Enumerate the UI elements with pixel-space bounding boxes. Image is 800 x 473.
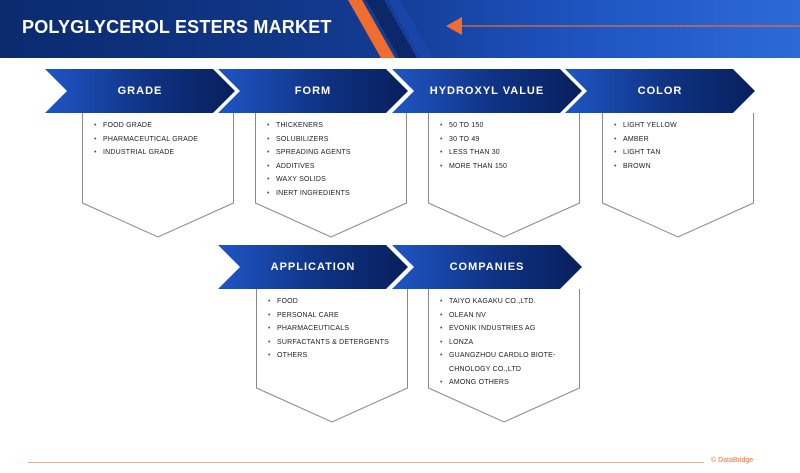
segment-form-card: THICKENERS SOLUBILIZERS SPREADING AGENTS… <box>255 113 407 238</box>
list-item: LESS THAN 30 <box>440 146 589 160</box>
list-item: PHARMACEUTICAL GRADE <box>94 133 243 147</box>
list-item: AMONG OTHERS <box>440 376 589 390</box>
list-item: OLEAN NV <box>440 309 589 323</box>
page-title: POLYGLYCEROL ESTERS MARKET <box>22 17 332 37</box>
list-item: BROWN <box>614 160 763 174</box>
list-item: CHNOLOGY CO.,LTD <box>449 365 522 373</box>
arrow-left-icon <box>446 17 462 35</box>
list-item: THICKENERS <box>267 119 416 133</box>
list-item: LONZA <box>440 336 589 350</box>
segment-grade-list: FOOD GRADE PHARMACEUTICAL GRADE INDUSTRI… <box>82 119 243 160</box>
segment-color-list: LIGHT YELLOW AMBER LIGHT TAN BROWN <box>602 119 763 173</box>
segment-form-header: FORM <box>218 69 408 113</box>
list-item: MORE THAN 150 <box>440 160 589 174</box>
segment-hydroxyl-list: 50 TO 150 30 TO 49 LESS THAN 30 MORE THA… <box>428 119 589 173</box>
list-item: GUANGZHOU CARDLO BIOTE- <box>440 349 589 363</box>
segment-grade-label: GRADE <box>117 85 163 97</box>
segment-color-header: COLOR <box>565 69 755 113</box>
list-item: PERSONAL CARE <box>268 309 417 323</box>
list-item: OTHERS <box>268 349 417 363</box>
footer-credit: © DataBridge <box>711 457 754 464</box>
segment-hydroxyl-label: HYDROXYL VALUE <box>429 85 545 97</box>
list-item: AMBER <box>614 133 763 147</box>
segment-grade-header: GRADE <box>45 69 235 113</box>
orange-stripe <box>348 0 395 58</box>
list-item: TAIYO KAGAKU CO.,LTD. <box>440 295 589 309</box>
segment-color-card: LIGHT YELLOW AMBER LIGHT TAN BROWN <box>602 113 754 238</box>
segment-application-header: APPLICATION <box>218 245 408 289</box>
segment-companies-header: COMPANIES <box>392 245 582 289</box>
list-item: INDUSTRIAL GRADE <box>94 146 243 160</box>
list-item: FOOD <box>268 295 417 309</box>
header-banner: POLYGLYCEROL ESTERS MARKET <box>0 0 800 58</box>
list-item: SURFACTANTS & DETERGENTS <box>268 336 417 350</box>
list-item: SOLUBILIZERS <box>267 133 416 147</box>
segment-application-card: FOOD PERSONAL CARE PHARMACEUTICALS SURFA… <box>256 289 408 423</box>
segment-hydroxyl-card: 50 TO 150 30 TO 49 LESS THAN 30 MORE THA… <box>428 113 580 238</box>
segment-grade-card: FOOD GRADE PHARMACEUTICAL GRADE INDUSTRI… <box>82 113 234 238</box>
footer-divider <box>28 462 704 463</box>
segment-color-label: COLOR <box>637 85 683 97</box>
segment-companies-label: COMPANIES <box>449 261 525 273</box>
list-item: LIGHT TAN <box>614 146 763 160</box>
list-item: LIGHT YELLOW <box>614 119 763 133</box>
list-item: EVONIK INDUSTRIES AG <box>440 322 589 336</box>
list-item: 50 TO 150 <box>440 119 589 133</box>
list-item: PHARMACEUTICALS <box>268 322 417 336</box>
list-item: SPREADING AGENTS <box>267 146 416 160</box>
header-background <box>0 0 800 58</box>
segment-form-label: FORM <box>294 85 332 97</box>
list-item: WAXY SOLIDS <box>267 173 416 187</box>
list-item: INERT INGREDIENTS <box>267 187 416 201</box>
segment-application-label: APPLICATION <box>270 261 356 273</box>
segment-companies-card: TAIYO KAGAKU CO.,LTD. OLEAN NV EVONIK IN… <box>428 289 580 423</box>
segment-application-list: FOOD PERSONAL CARE PHARMACEUTICALS SURFA… <box>256 295 417 363</box>
segment-companies-list: TAIYO KAGAKU CO.,LTD. OLEAN NV EVONIK IN… <box>428 295 589 390</box>
list-item: ADDITIVES <box>267 160 416 174</box>
list-item: FOOD GRADE <box>94 119 243 133</box>
segment-hydroxyl-header: HYDROXYL VALUE <box>392 69 582 113</box>
list-item: 30 TO 49 <box>440 133 589 147</box>
segment-form-list: THICKENERS SOLUBILIZERS SPREADING AGENTS… <box>255 119 416 200</box>
